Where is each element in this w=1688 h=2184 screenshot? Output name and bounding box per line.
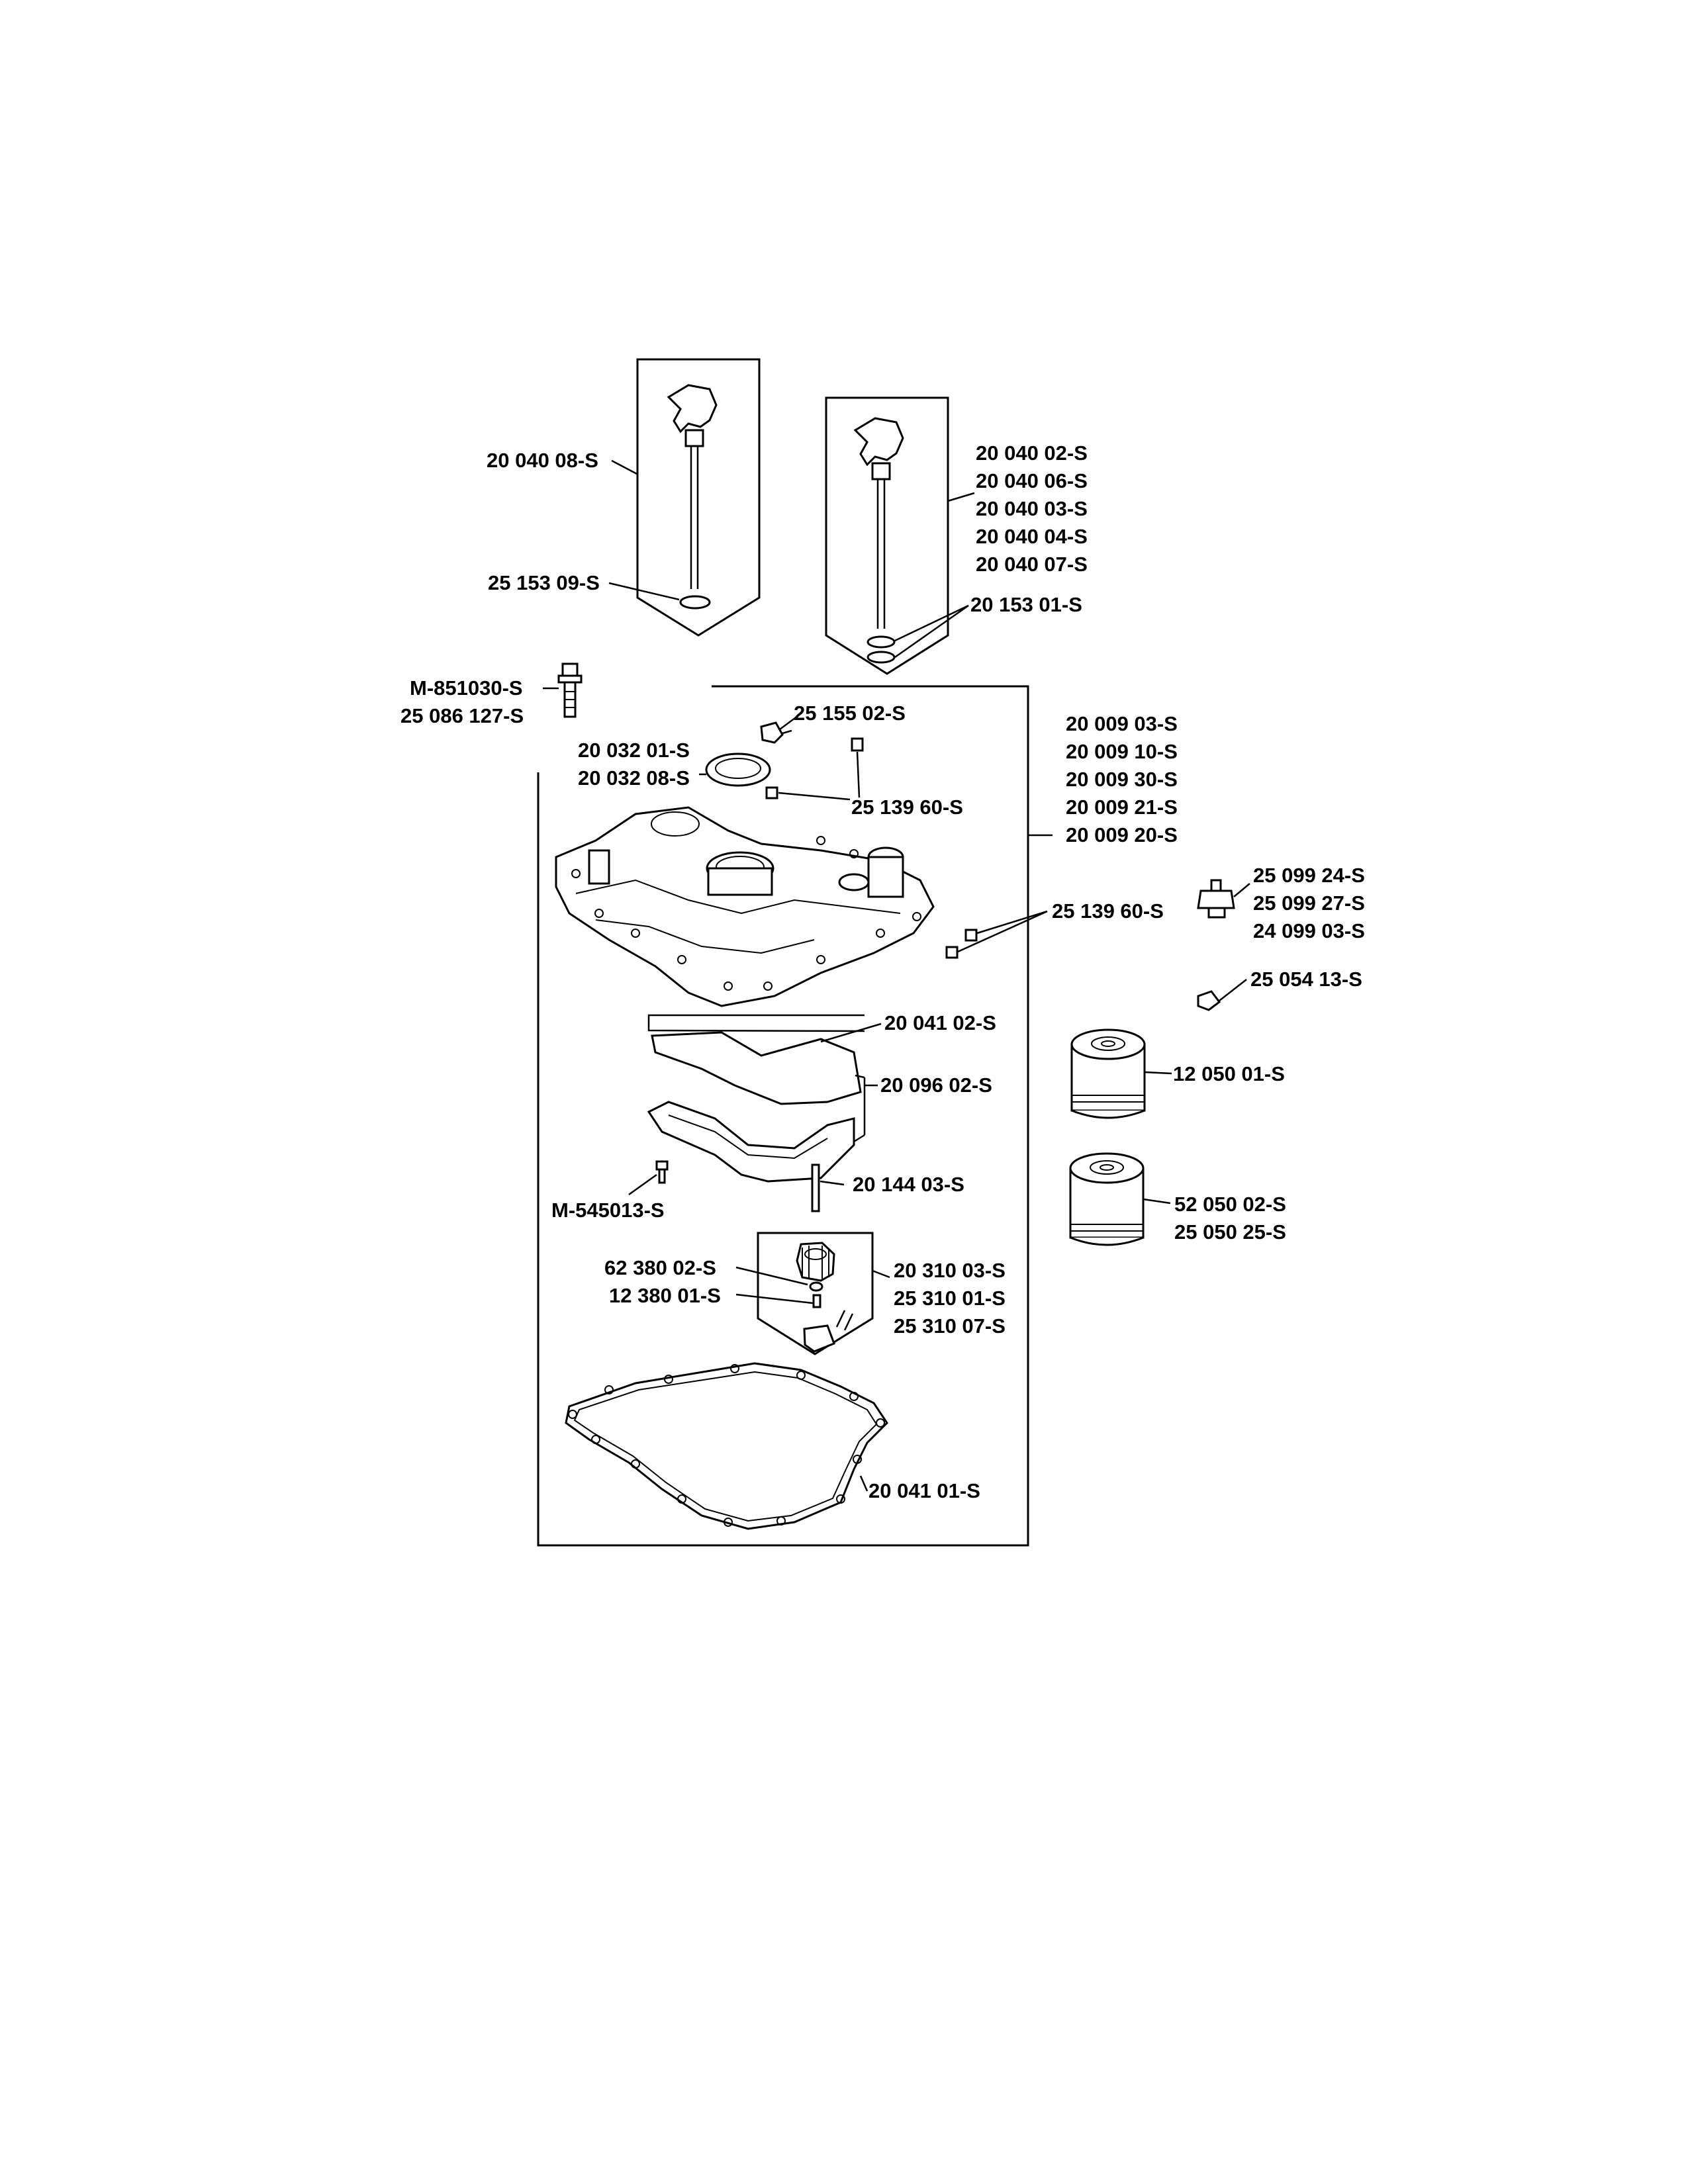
label-pump-3: 25 310 07-S [894,1314,1006,1338]
oil-pressure-sender [1197,879,1250,919]
label-bolt-2: 25 086 127-S [400,704,524,727]
oring-b-1 [867,635,896,649]
pin [811,1163,845,1212]
oring-b-2 [867,651,896,664]
label-pin: 20 144 03-S [853,1173,964,1196]
label-plug-top: 25 139 60-S [851,796,963,819]
label-sender-1: 25 099 24-S [1253,864,1365,887]
label-seal-2: 20 032 08-S [578,766,690,790]
plate-assembly [647,1014,882,1183]
label-spacer: 12 380 01-S [609,1284,721,1307]
label-cover-4: 20 009 21-S [1066,796,1178,819]
label-bolt-1: M-851030-S [410,676,523,700]
label-fitting: 25 155 02-S [794,702,906,725]
label-cover-1: 20 009 03-S [1066,712,1178,735]
label-pump-2: 25 310 01-S [894,1287,1006,1310]
label-dipstick-a: 20 040 08-S [487,449,598,472]
label-filter-a: 12 050 01-S [1173,1062,1285,1085]
label-dipstick-b-4: 20 040 04-S [976,525,1088,548]
oil-seal [699,752,771,787]
label-washer: 62 380 02-S [604,1256,716,1279]
label-cover-3: 20 009 30-S [1066,768,1178,791]
label-sender-3: 24 099 03-S [1253,919,1365,942]
label-oring-b: 20 153 01-S [970,593,1082,616]
label-pump-1: 20 310 03-S [894,1259,1006,1282]
dipstick-b-panel [825,396,975,675]
label-plug-right: 25 139 60-S [1052,899,1164,923]
label-gasket-plate: 20 041 02-S [884,1011,996,1034]
label-screw: M-545013-S [551,1199,665,1222]
label-dipstick-b-5: 20 040 07-S [976,553,1088,576]
oil-filter-b [1069,1152,1171,1246]
label-nipple: 25 054 13-S [1250,968,1362,991]
label-plate: 20 096 02-S [880,1073,992,1097]
main-gasket [565,1362,888,1530]
timing-cover-housing [555,806,935,1007]
label-dipstick-b-1: 20 040 02-S [976,441,1088,465]
bolt [543,662,583,718]
label-cover-5: 20 009 20-S [1066,823,1178,846]
label-dipstick-b-3: 20 040 03-S [976,497,1088,520]
label-dipstick-b-2: 20 040 06-S [976,469,1088,492]
oil-filter-a [1070,1028,1172,1119]
nipple [1197,979,1247,1011]
fitting [760,715,798,744]
oring-a [679,595,711,610]
oil-pump-panel [735,1232,890,1355]
label-cover-2: 20 009 10-S [1066,740,1178,763]
label-sender-2: 25 099 27-S [1253,891,1365,915]
label-filter-b-1: 52 050 02-S [1174,1193,1286,1216]
label-gasket-main: 20 041 01-S [868,1479,980,1502]
screw [628,1160,669,1196]
plug-top [765,737,864,801]
dipstick-a-panel [608,358,761,637]
label-filter-b-2: 25 050 25-S [1174,1220,1286,1244]
label-oring-a: 25 153 09-S [488,571,600,594]
plug-right [945,910,1048,959]
label-seal-1: 20 032 01-S [578,739,690,762]
cover-assembly-frame [537,685,1029,1547]
